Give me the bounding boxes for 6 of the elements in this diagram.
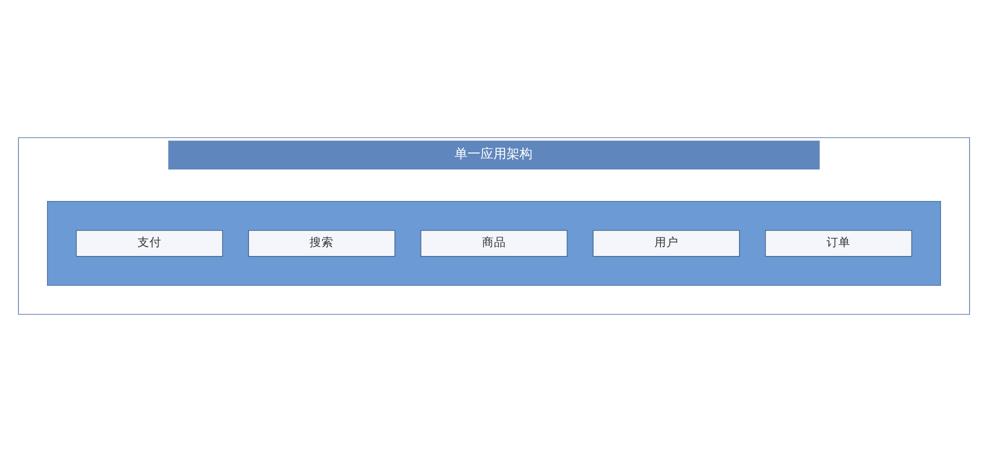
node-box: 订单 bbox=[764, 230, 912, 257]
node-box: 用户 bbox=[592, 230, 740, 257]
node-box: 商品 bbox=[420, 230, 567, 257]
node-box: 支付 bbox=[75, 230, 222, 257]
cluster bbox=[46, 201, 940, 286]
node-box: 搜索 bbox=[248, 230, 395, 257]
